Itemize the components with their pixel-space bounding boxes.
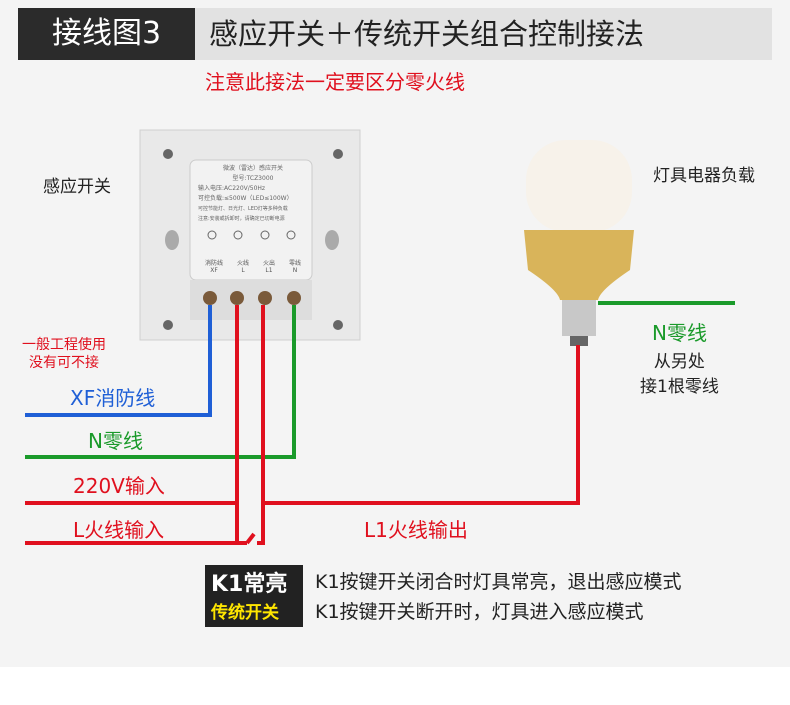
- wire-n: [25, 305, 296, 459]
- terminal-label: 火出: [262, 260, 275, 267]
- k1-desc-closed: K1按键开关闭合时灯具常亮，退出感应模式: [315, 571, 682, 593]
- panel-line: 可控节能灯、日光灯、LED灯等多种负载: [198, 206, 288, 212]
- diagram-number: 接线图3: [18, 8, 195, 60]
- panel-line: 微波（雷达）感应开关: [222, 165, 283, 172]
- k1-title: K1常亮: [211, 572, 288, 597]
- terminal-code: L1: [265, 267, 273, 274]
- note-line: 没有可不接: [29, 355, 99, 371]
- terminal-label: 零线: [288, 260, 301, 267]
- panel-line: 型号:TCZ3000: [232, 175, 274, 182]
- wire-xf: [25, 305, 212, 417]
- note-line: 从另处: [653, 352, 705, 372]
- terminal-code: XF: [210, 267, 218, 274]
- panel-line: 可控负载:≤500W（LED≤100W）: [198, 195, 293, 202]
- terminal-code: N: [292, 267, 298, 274]
- panel-line: 注意:安装或拆卸时，请确定已切断电源: [198, 216, 285, 222]
- n-right-label: N零线: [652, 321, 707, 345]
- switch-label: 感应开关: [43, 177, 111, 197]
- l-in-label: L火线输入: [73, 518, 165, 542]
- terminal-code: L: [241, 267, 245, 274]
- warning-text: 注意此接法一定要区分零火线: [205, 70, 465, 94]
- diagram-title: 感应开关＋传统开关组合控制接法: [195, 8, 772, 60]
- background: [0, 0, 790, 667]
- 220v-label: 220V输入: [73, 474, 165, 498]
- light-bulb: [524, 140, 634, 346]
- l1-out-label: L1火线输出: [364, 518, 468, 542]
- wire-l1-out-horizontal: [263, 345, 580, 505]
- terminal-label: 火线: [236, 260, 249, 267]
- panel-line: 输入电压:AC220V/50Hz: [198, 185, 266, 192]
- note-line: 接1根零线: [640, 377, 719, 397]
- optional-note: 一般工程使用 没有可不接: [22, 336, 106, 372]
- n-right-note: 从另处 接1根零线: [640, 350, 719, 400]
- load-label: 灯具电器负载: [653, 166, 755, 186]
- switch-panel-text: 微波（雷达）感应开关 型号:TCZ3000 输入电压:AC220V/50Hz 可…: [198, 164, 308, 224]
- n-wire-label: N零线: [88, 429, 143, 453]
- k1-subtitle: 传统开关: [211, 603, 279, 623]
- k1-switch-contact: [245, 532, 256, 545]
- wire-l-in: [235, 305, 247, 545]
- wire-l1-out: [257, 305, 265, 545]
- note-line: 一般工程使用: [22, 337, 106, 353]
- sensor-switch-body: [139, 129, 361, 341]
- terminal-label: 消防线: [204, 260, 223, 267]
- k1-desc-open: K1按键开关断开时，灯具进入感应模式: [315, 601, 644, 623]
- k1-badge: [205, 565, 303, 627]
- xf-wire-label: XF消防线: [70, 386, 156, 410]
